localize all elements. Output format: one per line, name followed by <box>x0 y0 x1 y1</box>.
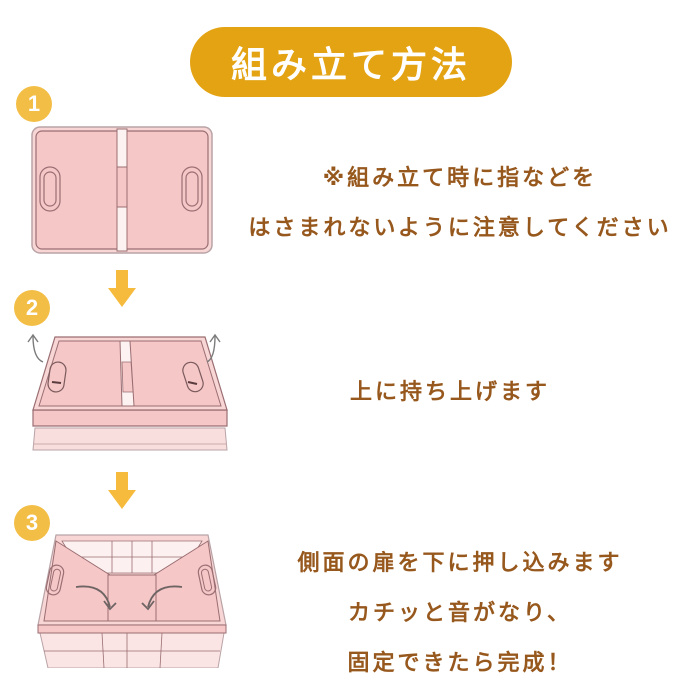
folded-box-top-view-icon <box>31 126 213 254</box>
push-doors-down-icon <box>37 534 227 668</box>
step-2-text-line-1: 上に持ち上げます <box>349 380 550 405</box>
down-arrow-icon <box>108 472 136 509</box>
step-3-number: 3 <box>25 510 39 535</box>
page-title-text: 組み立て方法 <box>230 45 471 86</box>
lift-sides-up-icon <box>27 333 228 451</box>
page-title: 組み立て方法 <box>190 27 512 97</box>
step-2-badge: 2 <box>14 290 50 326</box>
step-3-badge: 3 <box>14 505 50 541</box>
step-1-text-line-2: はさまれないように注意してください <box>248 216 672 241</box>
step-2-number: 2 <box>25 295 39 320</box>
step-1-number: 1 <box>27 91 41 116</box>
down-arrow-icon <box>108 270 136 307</box>
step-3-text-line-3: 固定できたら完成！ <box>347 651 573 676</box>
step-1-badge: 1 <box>16 86 52 122</box>
step-1-text-line-1: ※組み立て時に指などを <box>322 166 598 191</box>
step-3-text-line-2: カチッと音がなり、 <box>347 601 573 626</box>
step-3-text-line-1: 側面の扉を下に押し込みます <box>297 551 623 576</box>
